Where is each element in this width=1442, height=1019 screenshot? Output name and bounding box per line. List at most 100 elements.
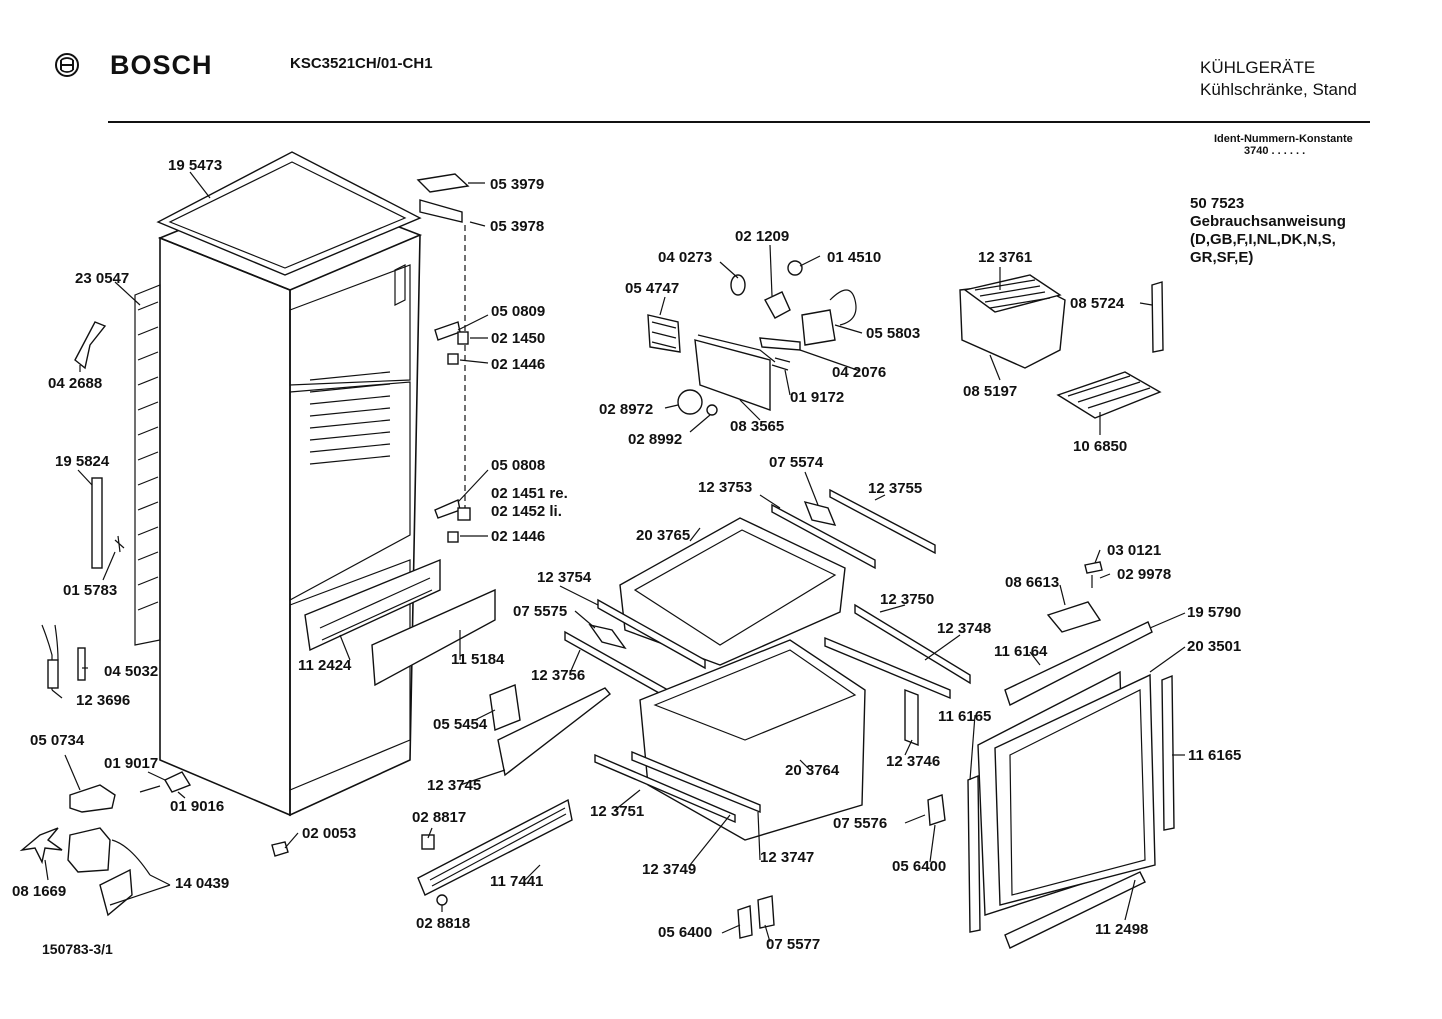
part-label-195824: 19 5824 — [55, 453, 110, 470]
sensor-cable — [41, 624, 59, 690]
part-label-123745: 12 3745 — [427, 777, 481, 794]
ice-tray — [1056, 371, 1162, 419]
part-label-075575: 07 5575 — [513, 603, 567, 620]
hinge-cap-lower — [447, 531, 459, 543]
screw-icon — [114, 535, 125, 553]
part-label-054747: 05 4747 — [625, 280, 679, 297]
part-label-045032: 04 5032 — [104, 663, 158, 680]
part-label-028972: 02 8972 — [599, 401, 653, 418]
part-labels: 19 5473 23 0547 04 2688 19 5824 01 5783 … — [12, 157, 1241, 953]
part-label-019017: 01 9017 — [104, 755, 158, 772]
door-side-strip-left — [967, 774, 981, 933]
light-housing — [694, 339, 771, 411]
fan-motor — [67, 827, 111, 873]
part-label-019172: 01 9172 — [790, 389, 844, 406]
ice-scraper — [1151, 281, 1164, 353]
shelf-rail-3748 — [824, 636, 951, 700]
hinge-5576 — [927, 794, 946, 826]
part-label-117441: 11 7441 — [490, 873, 543, 890]
shelf-rail-3755 — [829, 488, 936, 555]
part-label-203501: 20 3501 — [1187, 638, 1241, 655]
shelf-rail-3754 — [597, 598, 706, 670]
hinge-plate-5577 — [757, 895, 775, 929]
bosch-logo-icon — [55, 53, 79, 77]
part-label-056400b: 05 6400 — [892, 858, 946, 875]
top-hinge — [419, 199, 463, 223]
part-label-115184: 11 5184 — [451, 651, 505, 668]
door-side-strip-right — [1161, 674, 1175, 831]
part-label-020053: 02 0053 — [302, 825, 356, 842]
part-label-081669: 08 1669 — [12, 883, 66, 900]
part-label-015783: 01 5783 — [63, 582, 117, 599]
capillary-coil — [829, 289, 857, 326]
part-label-123756: 12 3756 — [531, 667, 585, 684]
part-label-075576: 07 5576 — [833, 815, 887, 832]
part-label-075574: 07 5574 — [769, 454, 824, 471]
thermostat — [801, 309, 836, 346]
part-label-123746: 12 3746 — [886, 753, 940, 770]
door-bottom-strip — [1004, 871, 1146, 949]
hinge-cap — [447, 353, 459, 365]
part-label-021446a: 02 1446 — [491, 356, 545, 373]
part-label-123754: 12 3754 — [537, 569, 592, 586]
knob-insert — [706, 404, 718, 416]
shelf-rail-3751 — [594, 753, 736, 824]
drawing-number: 150783-3/1 — [42, 941, 113, 957]
part-label-040273: 04 0273 — [658, 249, 712, 266]
rail-clip-5575 — [588, 623, 627, 650]
part-label-230547: 23 0547 — [75, 270, 129, 287]
relay-box — [69, 784, 116, 813]
grille-clip — [421, 834, 435, 850]
door-handle-6613 — [1046, 601, 1102, 633]
part-label-123750: 12 3750 — [880, 591, 934, 608]
switch-lever — [759, 337, 801, 351]
part-label-014510: 01 4510 — [827, 249, 881, 266]
spring-icon — [771, 357, 791, 371]
screw-cap-0121 — [1084, 561, 1103, 574]
bracket-5454 — [489, 684, 521, 731]
control-panel — [304, 558, 441, 652]
part-label-085724: 08 5724 — [1070, 295, 1125, 312]
motor-bracket — [99, 868, 133, 917]
lower-hinge — [434, 499, 461, 519]
brand-name: BOSCH — [110, 50, 213, 80]
part-label-085197: 08 5197 — [963, 383, 1017, 400]
ident-label: Ident-Nummern-Konstante — [1214, 133, 1353, 145]
front-trim-panel — [371, 588, 496, 687]
manual-title: Gebrauchsanweisung — [1190, 213, 1346, 230]
part-label-075577: 07 5577 — [766, 936, 820, 953]
part-label-055454: 05 5454 — [433, 716, 488, 733]
connector-plug — [164, 771, 192, 793]
ice-box — [959, 274, 1066, 369]
part-label-019016: 01 9016 — [170, 798, 224, 815]
manual-languages-2: GR,SF,E) — [1190, 249, 1254, 266]
header-rule — [108, 121, 1370, 123]
part-label-116164: 11 6164 — [994, 643, 1048, 660]
shelf-rail-3753 — [771, 503, 876, 570]
part-label-028992: 02 8992 — [628, 431, 682, 448]
part-label-086613: 08 6613 — [1005, 574, 1059, 591]
part-label-050734: 05 0734 — [30, 732, 85, 749]
part-label-021450: 02 1450 — [491, 330, 545, 347]
part-label-123755: 12 3755 — [868, 480, 922, 497]
part-label-021209: 02 1209 — [735, 228, 789, 245]
hinge-plate-6400 — [737, 905, 753, 939]
part-label-123747: 12 3747 — [760, 849, 814, 866]
knob-disc — [787, 260, 803, 276]
leader-lines — [44, 171, 1186, 943]
part-label-123753: 12 3753 — [698, 479, 752, 496]
door-strip-6164 — [1004, 621, 1153, 706]
refrigerator-cabinet — [157, 184, 423, 817]
part-label-112498: 11 2498 — [1095, 921, 1148, 938]
fan-blade-icon — [19, 827, 63, 865]
part-label-021452: 02 1452 li. — [491, 503, 562, 520]
category-title: KÜHLGERÄTE — [1200, 58, 1316, 77]
glass-shelf-frame — [497, 687, 612, 777]
part-label-123748: 12 3748 — [937, 620, 991, 637]
thermo-rod — [77, 647, 86, 681]
part-label-042688: 04 2688 — [48, 375, 102, 392]
part-label-106850: 10 6850 — [1073, 438, 1127, 455]
grille-screw-icon — [436, 894, 448, 906]
ident-value: 3740 . . . . . . — [1244, 145, 1306, 157]
hinge-pin-lower — [457, 507, 471, 521]
